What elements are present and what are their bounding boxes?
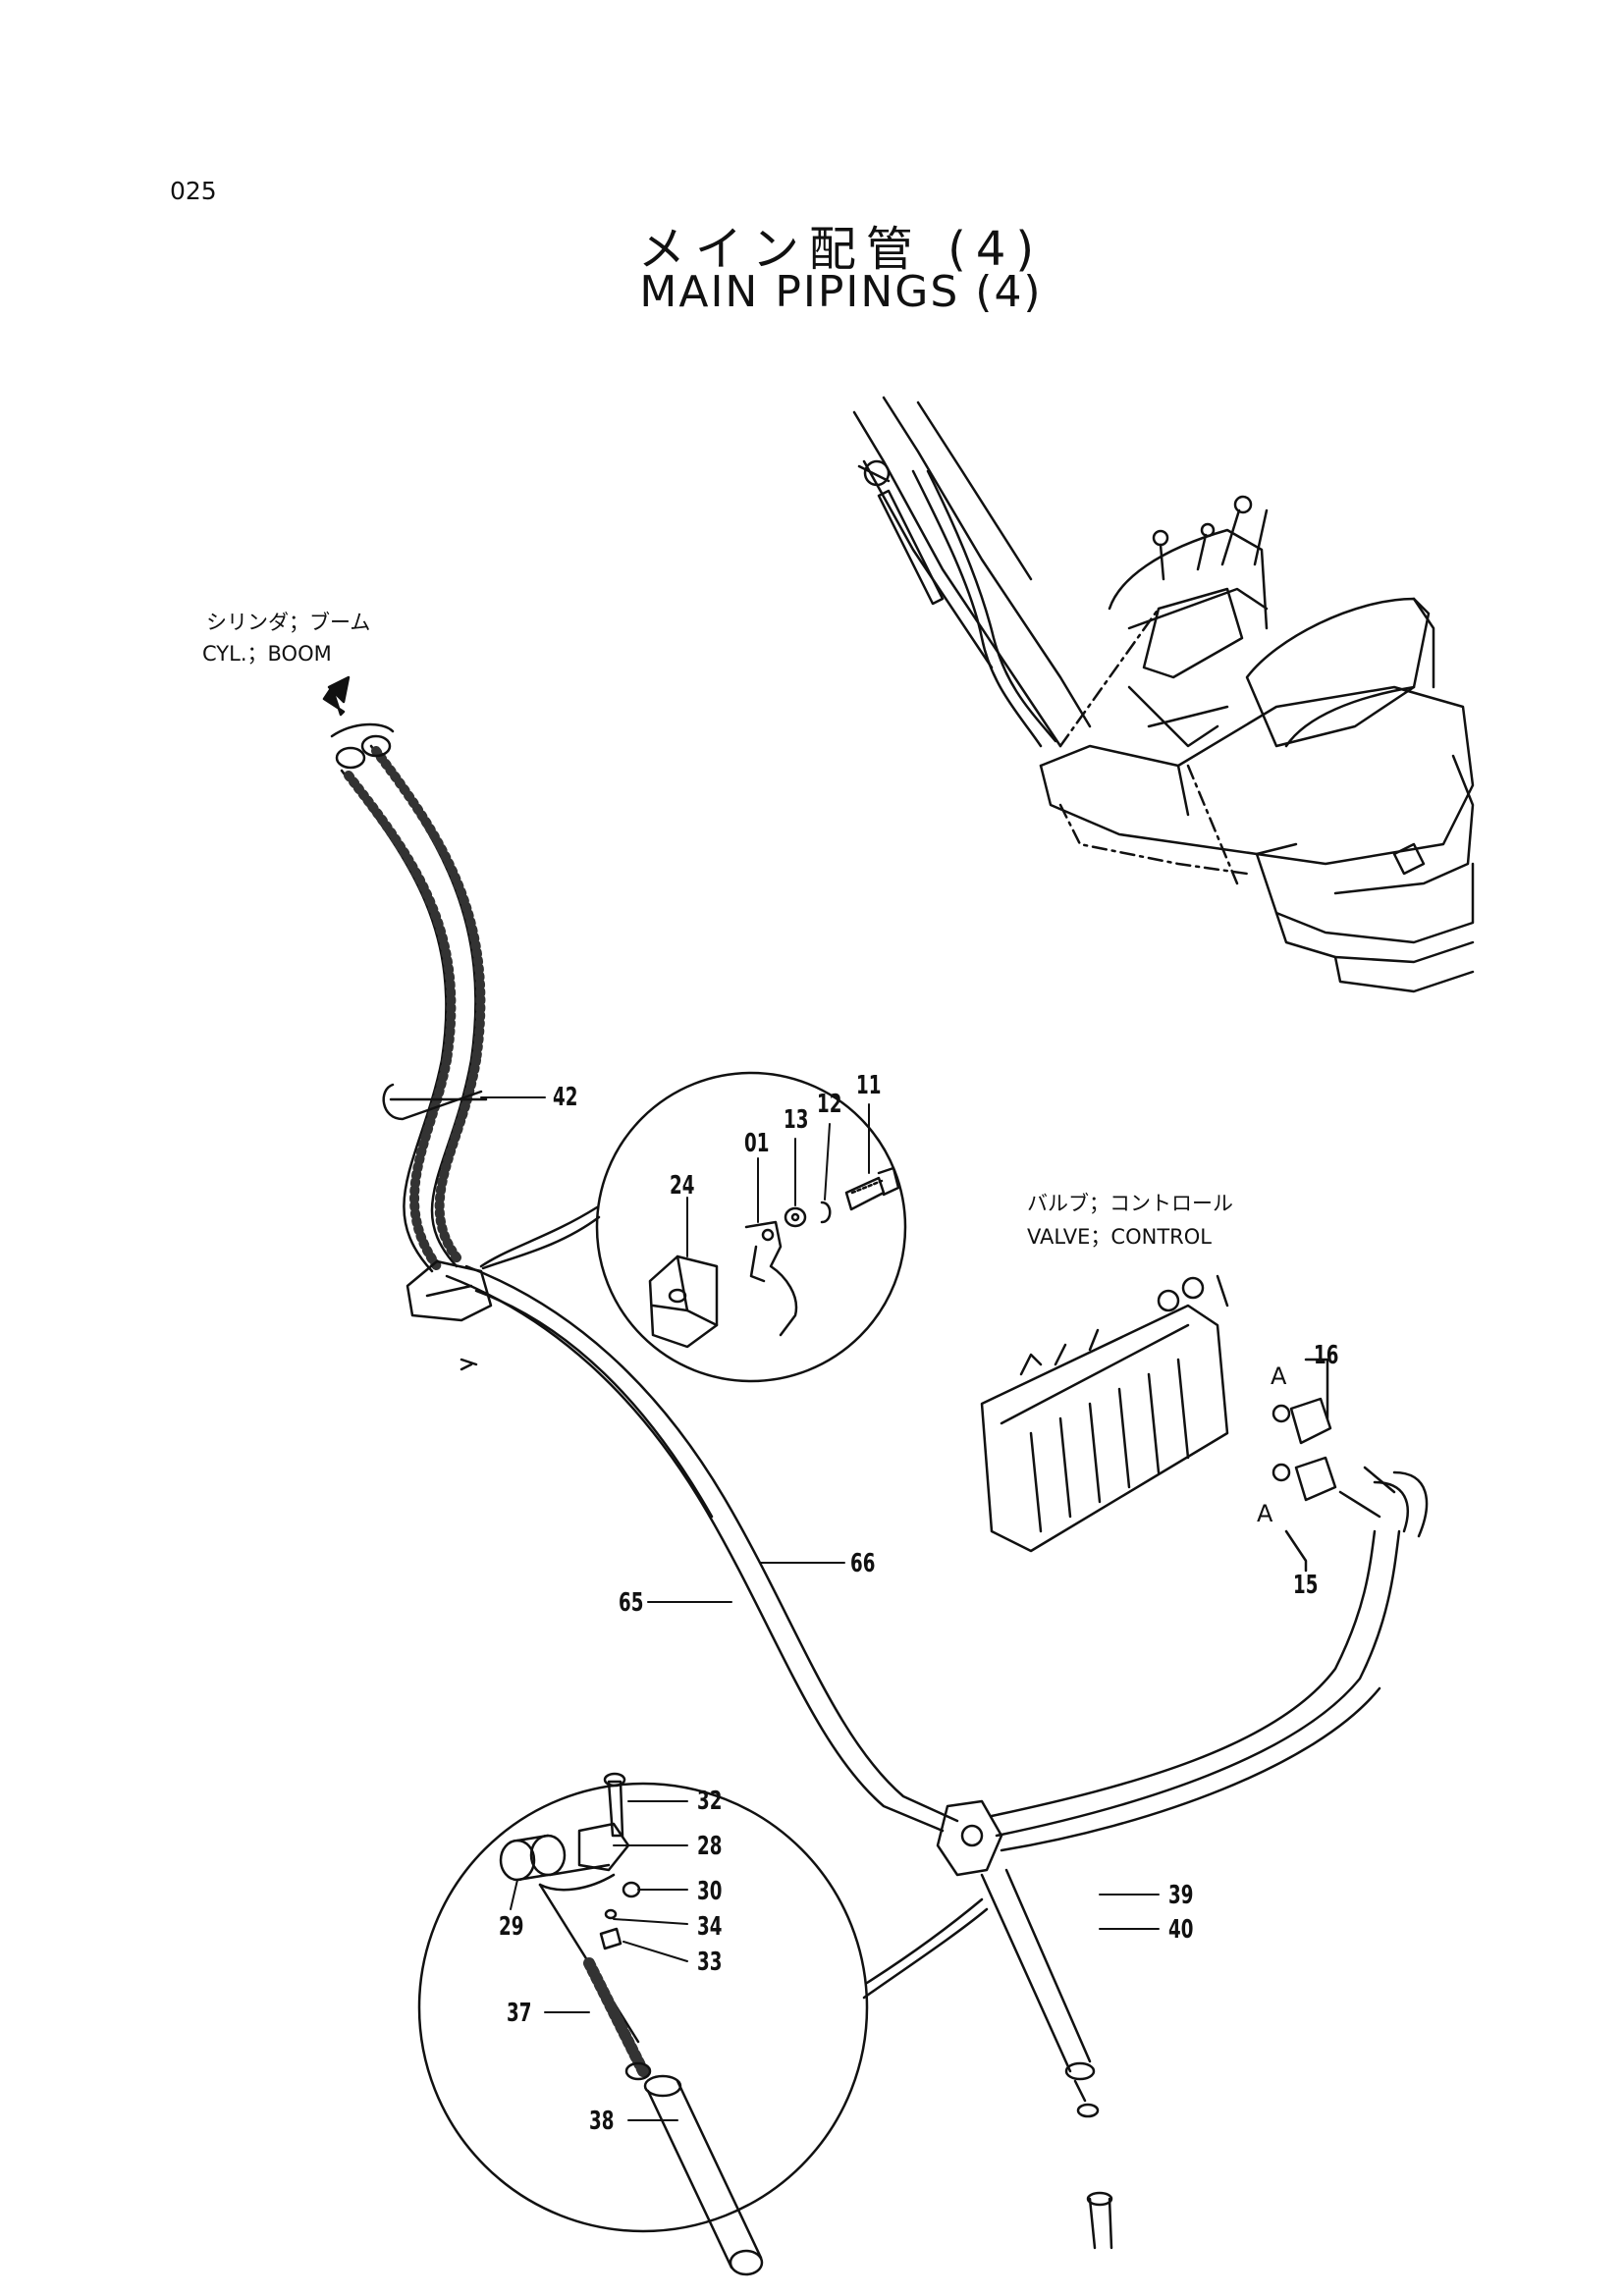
title-english: MAIN PIPINGS (4) [639,267,1043,317]
hydraulic-pipes-65-66 [406,1259,1401,2250]
part-13: 13 [784,1105,809,1135]
part-30: 30 [697,1877,723,1906]
machine-overview-illustration [852,396,1475,993]
port-a-lower-label: A [1257,1500,1273,1527]
detail-circle-clamp [479,1071,907,1383]
part-65: 65 [619,1588,644,1618]
page-number: 025 [170,177,217,205]
port-a-upper-label: A [1271,1362,1287,1390]
part-40: 40 [1168,1915,1194,1945]
part-42: 42 [553,1083,578,1112]
control-valve-illustration [980,1274,1429,1573]
part-11: 11 [856,1071,882,1100]
cylinder-boom-label-jp: シリンダ；ブーム [206,611,371,634]
detail-circle-lever [417,1772,989,2276]
cylinder-boom-label-en: CYL.；BOOM [202,642,332,666]
control-valve-label-jp: バルブ；コントロール [1027,1192,1233,1215]
part-34: 34 [697,1912,723,1942]
title-japanese: メイン配管 (4) [637,222,1045,277]
part-33: 33 [697,1948,723,1977]
part-01: 01 [744,1129,770,1158]
control-valve-label-en: VALVE；CONTROL [1027,1225,1212,1249]
part-29: 29 [499,1912,524,1942]
leader-lines [480,1096,1160,1930]
part-16: 16 [1314,1341,1339,1370]
part-39: 39 [1168,1881,1194,1910]
boom-hose-assembly [322,675,488,1273]
part-24: 24 [670,1171,695,1201]
part-15: 15 [1293,1571,1319,1600]
part-28: 28 [697,1832,723,1861]
part-12: 12 [817,1090,842,1119]
part-66: 66 [850,1549,876,1578]
part-32: 32 [697,1787,723,1816]
part-37: 37 [507,1999,532,2028]
part-38: 38 [589,2107,615,2136]
